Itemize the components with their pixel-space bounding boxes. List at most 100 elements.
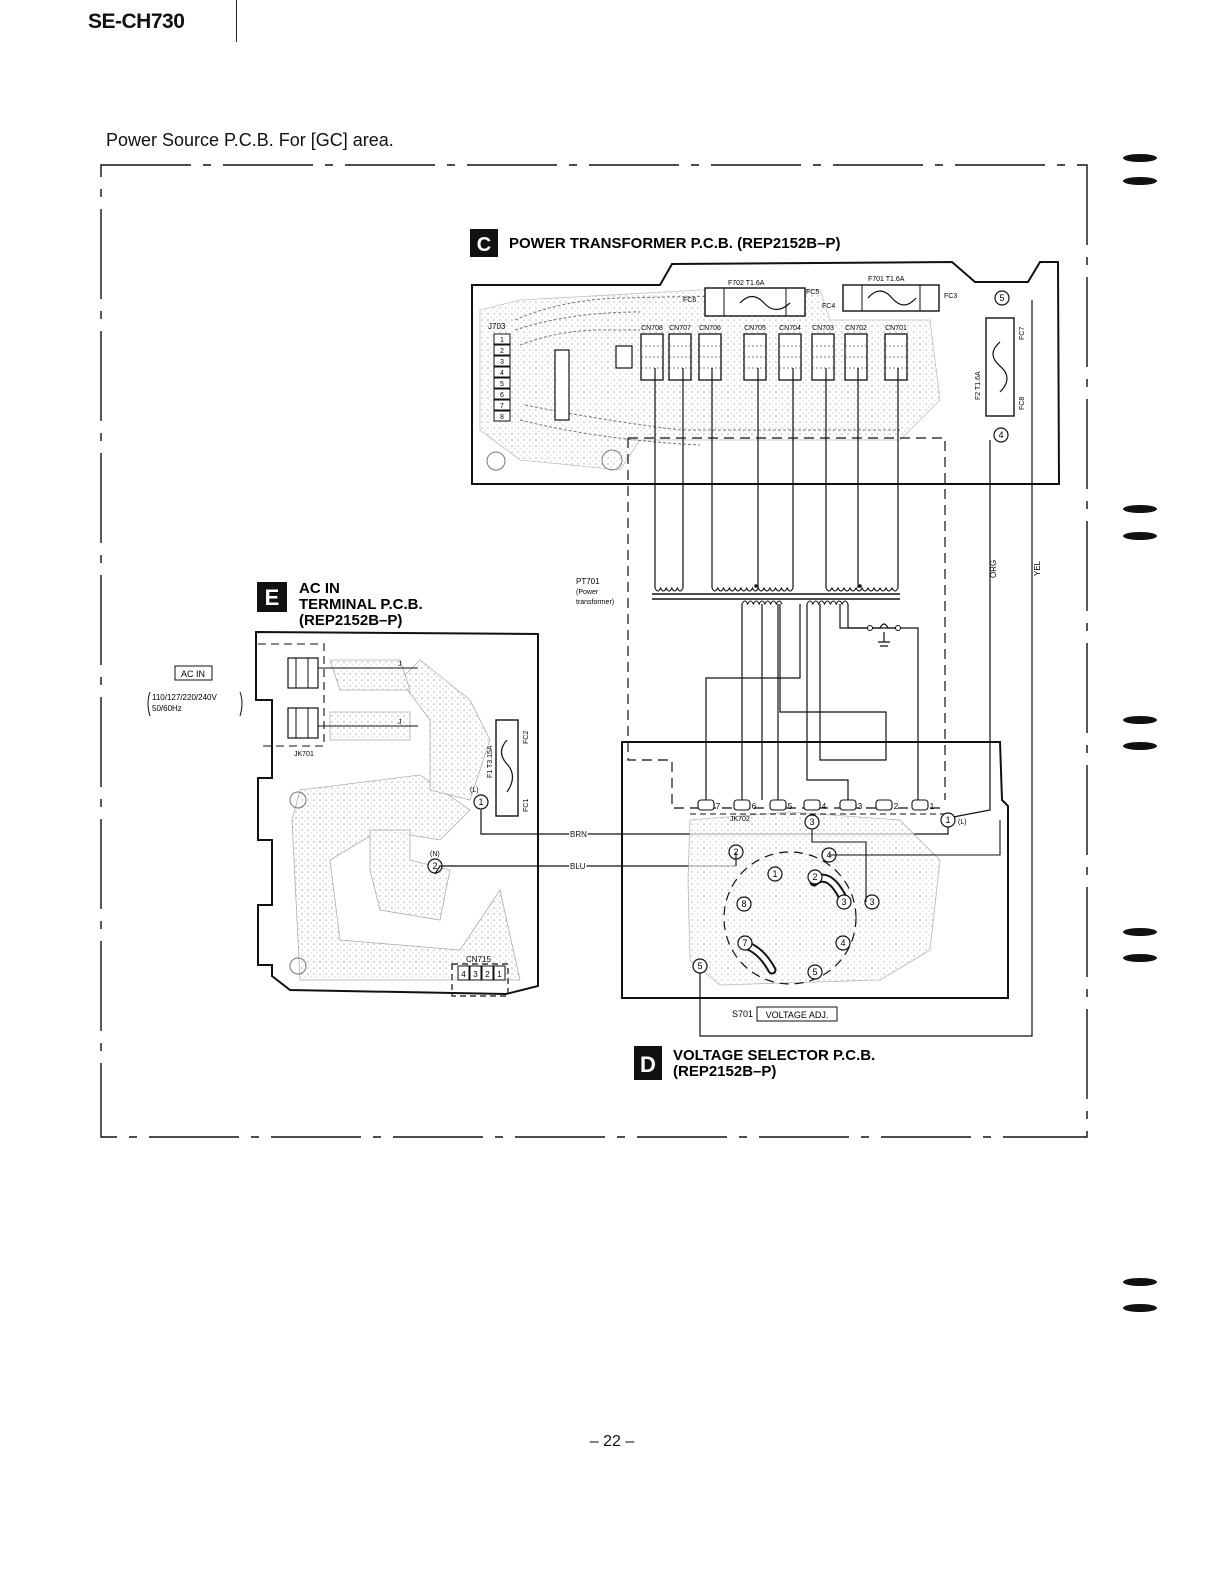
cn715-pin-label: 1 xyxy=(497,970,502,979)
cn715-label: CN715 xyxy=(466,955,491,964)
pt701-desc1: (Power xyxy=(576,589,599,596)
f2-label: F2 T1.6A xyxy=(975,371,982,400)
board-d-title-line2: (REP2152B–P) xyxy=(673,1063,776,1080)
jk702-pin xyxy=(803,799,821,811)
board-d-badge xyxy=(634,1046,662,1080)
transformer-pt701: PT701 (Power transformer) xyxy=(576,577,900,606)
selector-terminal-label: 3 xyxy=(869,897,874,907)
f702-label: F702 T1.6A xyxy=(728,280,765,287)
connector-label-cn701: CN701 xyxy=(885,325,907,332)
selector-terminal-label: 1 xyxy=(945,815,950,825)
mark-n-e: (N) xyxy=(430,851,440,858)
terminal-5-c-label: 5 xyxy=(999,293,1004,303)
ac-in-label-box xyxy=(174,665,213,681)
selector-terminal-label: 3 xyxy=(809,817,814,827)
s701-ref: S701 xyxy=(732,1009,753,1019)
cn715-pin-label: 2 xyxy=(485,970,490,979)
jk701-pin-upper xyxy=(287,657,319,689)
j703-pin xyxy=(493,333,511,345)
j703-pin-label: 1 xyxy=(500,337,504,344)
connector-cn702 xyxy=(844,333,868,381)
j703-pin-label: 4 xyxy=(500,370,504,377)
selector-terminal-label: 7 xyxy=(742,938,747,948)
selector-terminal-label: 8 xyxy=(741,899,746,909)
mounting-hole xyxy=(289,791,307,809)
board-e-title-line1: AC IN xyxy=(299,580,340,597)
j703-pin xyxy=(493,410,511,422)
connector-cn706 xyxy=(698,333,722,381)
connector-cn705 xyxy=(743,333,767,381)
board-e-badge xyxy=(257,582,287,612)
mark-l-e: (L) xyxy=(470,787,479,794)
j703-pin xyxy=(493,355,511,367)
j703-pin-label: 5 xyxy=(500,381,504,388)
ac-in-label: AC IN xyxy=(181,669,205,679)
wire-brn-label: BRN xyxy=(570,830,587,839)
jk702-pin-label: 6 xyxy=(752,802,757,811)
board-c-trace-group xyxy=(514,295,900,446)
board-d-outline xyxy=(621,741,1009,999)
connector-label-cn705: CN705 xyxy=(744,325,766,332)
board-c-title: POWER TRANSFORMER P.C.B. (REP2152B–P) xyxy=(509,235,840,252)
j703-label: J703 xyxy=(488,322,506,331)
board-c-power-transformer: C POWER TRANSFORMER P.C.B. (REP2152B–P) … xyxy=(470,229,1061,485)
pt701-desc2: transformer) xyxy=(576,599,614,606)
f2-fuse-holder xyxy=(985,317,1015,417)
selector-terminal xyxy=(807,964,823,980)
selector-terminal xyxy=(836,894,852,910)
terminal-4-c xyxy=(993,427,1009,443)
connector-label-cn703: CN703 xyxy=(812,325,834,332)
transformer-dashed-link xyxy=(627,437,946,809)
selector-terminal xyxy=(807,869,823,885)
f701-fuse-holder xyxy=(842,284,940,312)
board-d-letter: D xyxy=(640,1052,656,1077)
jk702-pin xyxy=(733,799,751,811)
transformer-winding xyxy=(825,586,899,592)
outer-dashed-frame xyxy=(100,164,1088,1138)
selector-terminal-label: 4 xyxy=(840,938,845,948)
j703-pin-label: 8 xyxy=(500,414,504,421)
board-e-title-line3: (REP2152B–P) xyxy=(299,612,402,629)
selector-terminal xyxy=(864,894,880,910)
board-e-copper-3 xyxy=(329,659,451,921)
jk701-pin-lower xyxy=(287,707,319,739)
jk702-label: JK702 xyxy=(730,816,750,823)
wire-blu-label: BLU xyxy=(570,862,586,871)
f1-fuse-holder xyxy=(495,719,519,817)
j703-pin-label: 3 xyxy=(500,359,504,366)
fc6-label: FC6 xyxy=(683,297,696,304)
jk702-pin-label: 7 xyxy=(716,802,721,811)
board-e-letter: E xyxy=(265,585,280,610)
connector-cn707 xyxy=(668,333,692,381)
component-box xyxy=(615,345,633,369)
jk702-pin xyxy=(697,799,715,811)
jk702-pin xyxy=(839,799,857,811)
thermal-fuse-symbol xyxy=(870,623,898,647)
selector-terminal xyxy=(736,896,752,912)
cn715-pin-label: 4 xyxy=(461,970,466,979)
rotary-selector-outline xyxy=(723,851,857,985)
selector-terminal xyxy=(692,958,708,974)
mounting-hole xyxy=(486,451,506,471)
fc3-label: FC3 xyxy=(944,293,957,300)
fc4-label: FC4 xyxy=(822,303,835,310)
fc7-label: FC7 xyxy=(1019,327,1026,340)
f1-label: F1 T3.15A xyxy=(487,745,494,778)
wire-org xyxy=(947,440,991,819)
board-e-copper xyxy=(291,774,521,981)
selector-terminal xyxy=(835,935,851,951)
connector-label-cn707: CN707 xyxy=(669,325,691,332)
j703-pin xyxy=(493,399,511,411)
connector-label-cn708: CN708 xyxy=(641,325,663,332)
j703-pin xyxy=(493,366,511,378)
mounting-hole xyxy=(601,449,623,471)
mounting-hole xyxy=(289,957,307,975)
selector-terminal-label: 5 xyxy=(697,961,702,971)
figure-caption: Power Source P.C.B. For [GC] area. xyxy=(106,130,394,150)
terminal-2-e-label: 2 xyxy=(432,861,437,871)
connector-cn703 xyxy=(811,333,835,381)
fc1-label: FC1 xyxy=(523,799,530,812)
jumper-mark: J xyxy=(398,661,402,668)
selector-terminal xyxy=(804,814,820,830)
